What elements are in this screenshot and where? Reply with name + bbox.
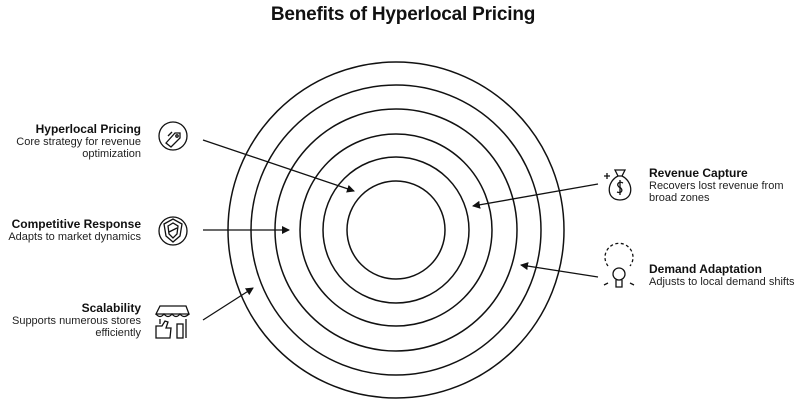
arrow-revenue-capture [472, 183, 599, 209]
ring-5 [250, 84, 542, 376]
desc-competitive-response-1: Adapts to market dynamics [8, 231, 141, 243]
desc-demand-adaptation-1: Adjusts to local demand shifts [649, 276, 795, 288]
label-revenue-capture: Revenue Capture Recovers lost revenue fr… [649, 166, 799, 205]
label-demand-adaptation: Demand Adaptation Adjusts to local deman… [649, 262, 804, 289]
money-bag-icon [604, 169, 632, 201]
ring-2 [322, 156, 470, 304]
heading-hyperlocal-pricing: Hyperlocal Pricing [35, 122, 141, 136]
label-competitive-response: Competitive Response Adapts to market dy… [6, 217, 141, 244]
lightbulb-icon [603, 242, 635, 288]
heading-revenue-capture: Revenue Capture [649, 166, 748, 180]
label-scalability: Scalability Supports numerous stores eff… [6, 301, 141, 340]
arrow-demand-adaptation [520, 262, 599, 278]
desc-scalability-1: Supports numerous stores [11, 315, 141, 327]
desc-hyperlocal-pricing-2: optimization [82, 148, 141, 160]
storefront-thumbs-up-icon [154, 305, 190, 339]
tag-percent-icon [158, 121, 188, 151]
heading-competitive-response: Competitive Response [11, 217, 141, 231]
arrow-hyperlocal-pricing [202, 139, 355, 193]
heading-demand-adaptation: Demand Adaptation [649, 262, 762, 276]
ring-1 [346, 180, 446, 280]
desc-hyperlocal-pricing-1: Core strategy for revenue [16, 136, 141, 148]
arrow-scalability [202, 287, 254, 321]
desc-scalability-2: efficiently [95, 327, 141, 339]
label-hyperlocal-pricing: Hyperlocal Pricing Core strategy for rev… [10, 122, 141, 161]
ring-3 [299, 133, 493, 327]
heading-scalability: Scalability [81, 301, 141, 315]
diagram-title: Benefits of Hyperlocal Pricing [270, 4, 536, 25]
desc-revenue-capture-2: broad zones [649, 192, 710, 204]
desc-revenue-capture-1: Recovers lost revenue from [649, 180, 784, 192]
ring-4 [274, 108, 518, 352]
shield-icon [158, 216, 188, 246]
